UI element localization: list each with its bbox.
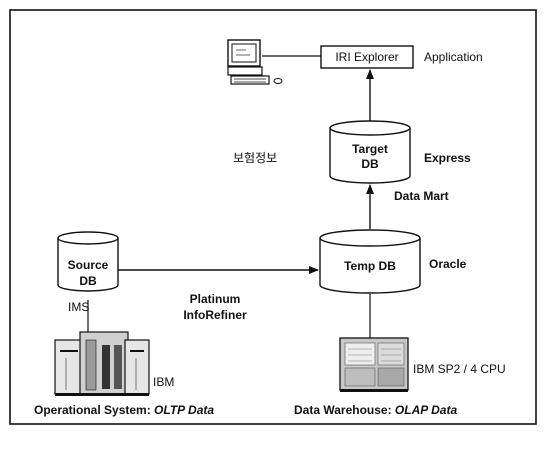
express-label: Express — [424, 151, 471, 165]
application-label: Application — [424, 50, 483, 64]
ibm-sp2-server-icon — [339, 337, 409, 392]
temp-db-cylinder — [319, 229, 421, 294]
ims-label: IMS — [68, 300, 90, 314]
operational-caption-suffix: OLTP Data — [154, 403, 215, 417]
operational-caption-prefix: Operational System: — [34, 403, 151, 417]
iri-explorer-label: IRI Explorer — [335, 50, 399, 64]
iri-explorer-box — [320, 45, 414, 69]
target-db-cylinder — [329, 120, 411, 184]
source-db-label-line2: DB — [79, 274, 97, 288]
operational-system-caption: Operational System: OLTP Data — [34, 404, 214, 416]
outer-frame — [9, 9, 537, 425]
inforefiner-label: InfoRefiner — [183, 308, 247, 322]
temp-db-label: Temp DB — [344, 259, 396, 273]
warehouse-caption-prefix: Data Warehouse: — [294, 403, 392, 417]
data-mart-label: Data Mart — [394, 189, 449, 203]
ibm-sp2-label: IBM SP2 / 4 CPU — [413, 362, 506, 376]
target-db-label-line1: Target — [352, 142, 388, 156]
korean-info-label: 보험정보 — [233, 151, 278, 165]
platinum-label: Platinum — [189, 292, 241, 306]
source-db-cylinder — [57, 231, 119, 292]
warehouse-caption-suffix: OLAP Data — [394, 403, 458, 417]
target-db-label-line2: DB — [361, 157, 379, 171]
oracle-label: Oracle — [429, 257, 467, 271]
mainframe-icon — [54, 331, 150, 396]
source-db-label-line1: Source — [67, 258, 109, 272]
data-warehouse-caption: Data Warehouse: OLAP Data — [294, 404, 457, 416]
workstation-icon — [227, 39, 283, 85]
ibm-label: IBM — [153, 375, 175, 389]
